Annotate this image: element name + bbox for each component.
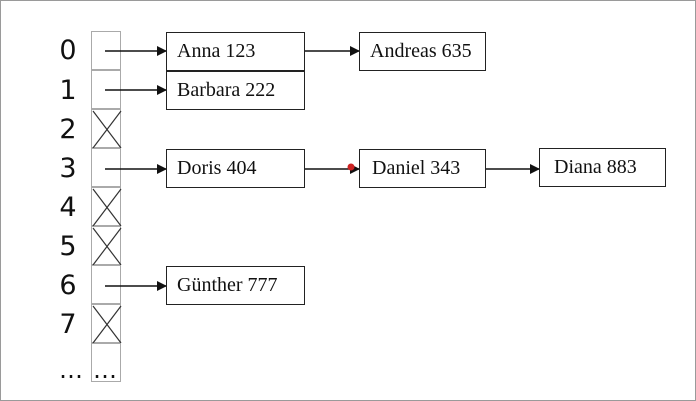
node-andreas: Andreas 635 — [359, 32, 486, 71]
bucket-cell-4-empty — [91, 187, 122, 227]
bucket-index-3: 3 — [59, 153, 77, 184]
bucket-cell-7-empty — [91, 304, 122, 344]
bucket-cell-6 — [91, 265, 121, 304]
empty-cross-icon — [92, 188, 122, 227]
node-diana: Diana 883 — [539, 148, 666, 187]
empty-cross-icon — [92, 227, 122, 266]
bucket-index-7: 7 — [59, 309, 77, 340]
node-barbara: Barbara 222 — [166, 71, 305, 110]
bucket-index-2: 2 — [59, 114, 77, 145]
arrow-marker-dot — [347, 163, 355, 171]
bucket-cell-more — [91, 343, 121, 382]
empty-cross-icon — [92, 110, 122, 149]
node-anna: Anna 123 — [166, 32, 305, 71]
node-guenther: Günther 777 — [166, 266, 305, 305]
bucket-index-5: 5 — [59, 231, 77, 262]
bucket-index-6: 6 — [59, 270, 77, 301]
bucket-index-1: 1 — [59, 75, 77, 106]
bucket-index-0: 0 — [59, 35, 77, 66]
ellipsis-index: … — [59, 356, 83, 384]
bucket-cell-3 — [91, 148, 121, 187]
node-doris: Doris 404 — [166, 149, 305, 188]
empty-cross-icon — [92, 305, 122, 344]
ellipsis-cell: … — [93, 356, 117, 384]
bucket-cell-2-empty — [91, 109, 122, 149]
node-daniel: Daniel 343 — [359, 149, 486, 188]
bucket-index-4: 4 — [59, 192, 77, 223]
bucket-cell-5-empty — [91, 226, 122, 266]
